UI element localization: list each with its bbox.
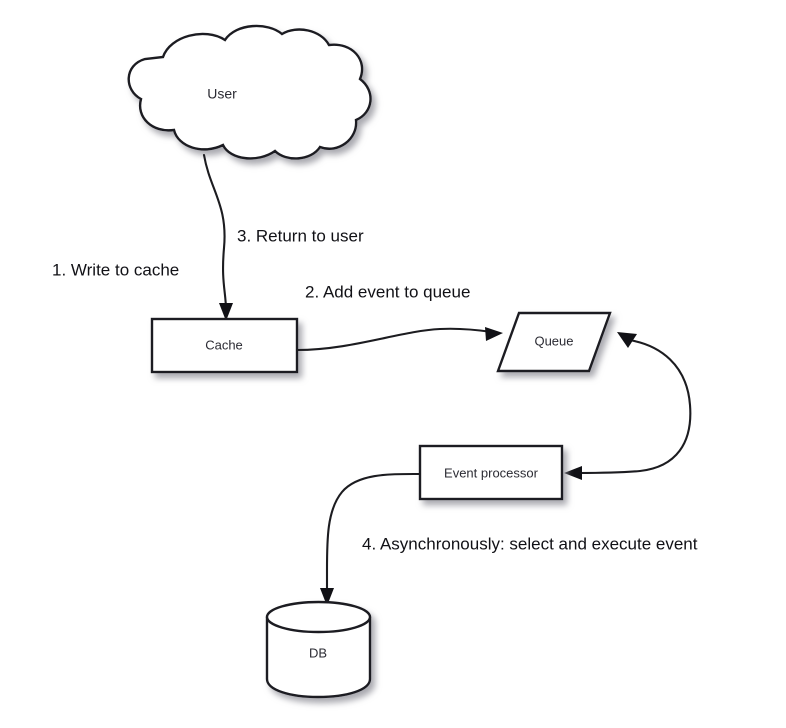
edge-cache-to-queue-line	[295, 327, 494, 352]
edge-event-processor-to-db[interactable]	[320, 472, 422, 606]
node-cache-label: Cache	[205, 337, 243, 352]
node-db[interactable]: DB	[265, 600, 372, 699]
step-label-3: 3. Return to user	[237, 226, 364, 245]
node-cache[interactable]: Cache	[150, 317, 299, 374]
db-shape-body	[265, 616, 372, 699]
arrow-head-into-db	[320, 588, 334, 606]
edge-cache-to-queue[interactable]	[295, 327, 503, 352]
node-user-label: User	[207, 86, 237, 102]
edge-queue-event-processor-line	[576, 338, 692, 475]
edge-user-to-cache-line	[202, 153, 228, 312]
arrow-head-into-queue	[485, 327, 503, 341]
node-event-processor-label: Event processor	[444, 465, 539, 480]
arrow-head-queue-return	[617, 332, 637, 348]
edge-event-processor-to-db-line	[325, 472, 422, 597]
db-shape-top	[265, 600, 372, 634]
cloud-shape	[127, 24, 372, 160]
arrow-head-into-event-processor	[564, 466, 582, 480]
node-event-processor[interactable]: Event processor	[418, 444, 564, 501]
edge-queue-event-processor[interactable]	[564, 332, 692, 480]
node-db-label: DB	[309, 645, 327, 660]
arrow-head-into-cache	[219, 303, 233, 321]
node-user[interactable]: User	[127, 24, 372, 160]
step-label-1: 1. Write to cache	[52, 260, 179, 279]
queue-shape	[496, 311, 612, 373]
node-queue[interactable]: Queue	[496, 311, 612, 373]
step-label-2: 2. Add event to queue	[305, 282, 470, 301]
event-processor-shape	[418, 444, 564, 501]
node-queue-label: Queue	[534, 333, 573, 348]
cache-shape	[150, 317, 299, 374]
step-label-4: 4. Asynchronously: select and execute ev…	[362, 534, 698, 553]
edge-user-to-cache[interactable]	[202, 153, 233, 321]
